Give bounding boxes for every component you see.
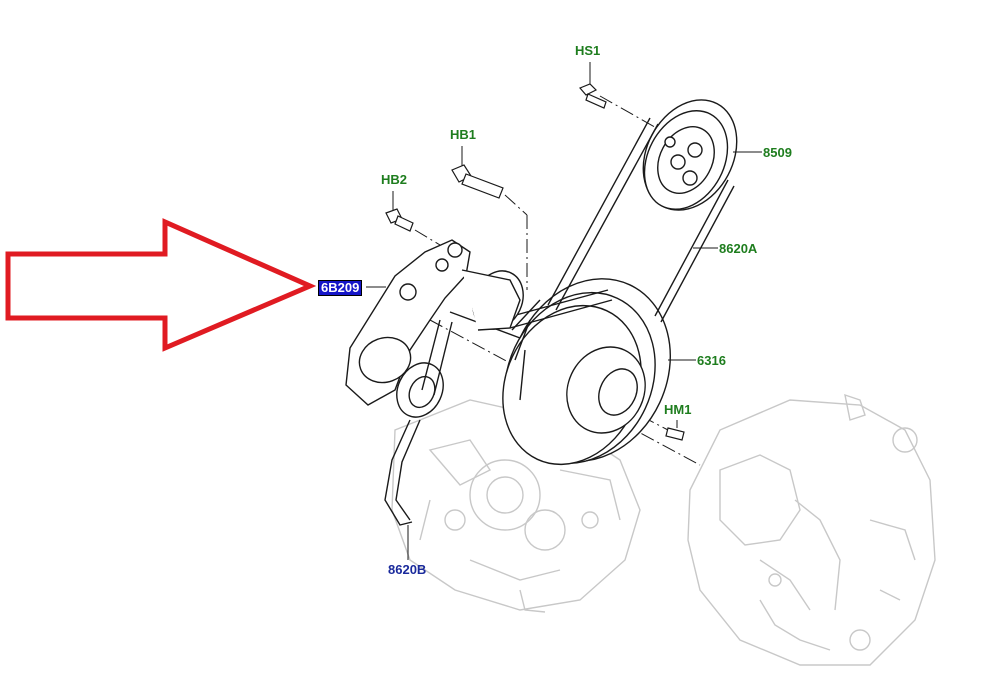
water-pump-pulley	[642, 99, 738, 211]
label-hs1: HS1	[575, 43, 601, 58]
label-hb1: HB1	[450, 127, 477, 142]
label-6316: 6316	[697, 353, 726, 368]
compressor-ghost	[391, 399, 641, 613]
alternator-ghost	[687, 393, 936, 666]
label-6b209-highlighted: 6B209	[315, 278, 365, 298]
red-pointer-arrow	[5, 218, 317, 352]
bolt-hb2	[385, 208, 414, 232]
label-8620b: 8620B	[388, 562, 427, 577]
leader-lines	[366, 62, 762, 560]
crankshaft-pulley	[502, 278, 672, 466]
belt-tensioner	[345, 239, 524, 418]
drive-belt-8620b	[384, 319, 453, 526]
bolt-hb1	[451, 164, 504, 199]
label-8509: 8509	[763, 145, 792, 160]
label-hb2: HB2	[381, 172, 408, 187]
bolt-hm1	[665, 427, 685, 441]
label-hm1: HM1	[664, 402, 692, 417]
label-8620a: 8620A	[719, 241, 758, 256]
bolt-hs1	[578, 83, 607, 109]
